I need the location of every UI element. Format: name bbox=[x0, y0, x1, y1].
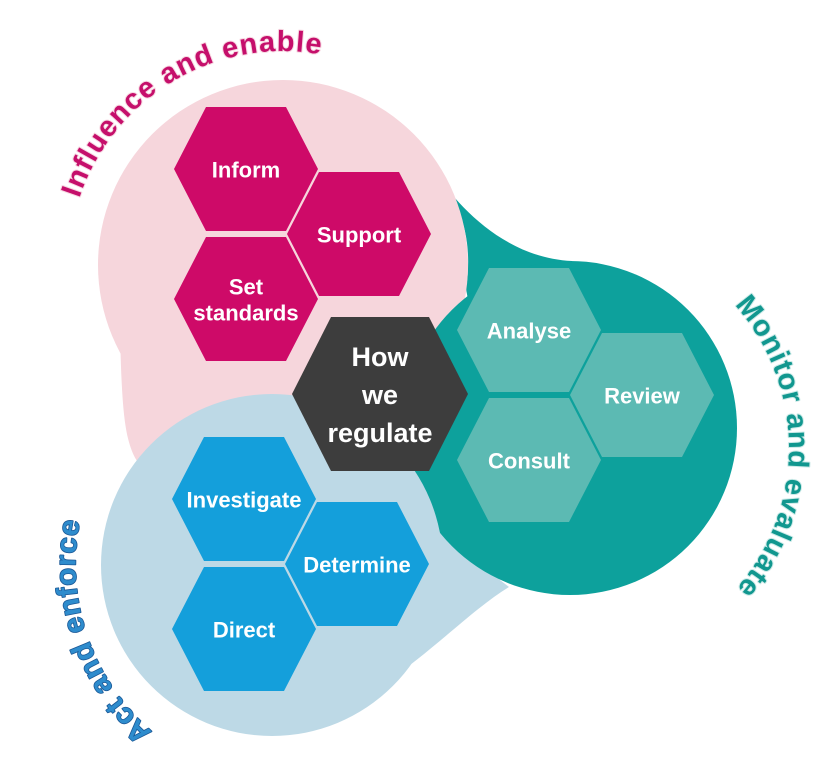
hex-inform: Inform bbox=[174, 107, 318, 231]
hex-consult: Consult bbox=[457, 398, 601, 522]
center-label-line2: we bbox=[361, 380, 398, 410]
hex-determine-tile bbox=[285, 502, 429, 626]
hex-direct-label: Direct bbox=[213, 618, 276, 643]
hex-review: Review bbox=[570, 333, 714, 457]
hex-support-label: Support bbox=[317, 223, 402, 248]
hex-support-tile bbox=[287, 172, 431, 296]
hex-set-standards-label-line2: standards bbox=[193, 301, 298, 326]
hex-review-label: Review bbox=[604, 384, 681, 409]
hex-analyse-label: Analyse bbox=[487, 319, 571, 344]
hex-determine: Determine bbox=[285, 502, 429, 626]
hex-analyse-tile bbox=[457, 268, 601, 392]
hex-support: Support bbox=[287, 172, 431, 296]
center-label-line3: regulate bbox=[327, 418, 432, 448]
hex-direct-tile bbox=[172, 567, 316, 691]
hex-inform-label: Inform bbox=[212, 158, 280, 183]
hex-investigate: Investigate bbox=[172, 437, 316, 561]
hex-consult-label: Consult bbox=[488, 449, 571, 474]
hex-analyse: Analyse bbox=[457, 268, 601, 392]
hex-set-standards: Set standards bbox=[174, 237, 318, 361]
hex-set-standards-tile bbox=[174, 237, 318, 361]
influence-hexagons: Inform Support Set standards bbox=[174, 107, 431, 361]
center-label-line1: How bbox=[352, 342, 410, 372]
hex-determine-label: Determine bbox=[303, 553, 411, 578]
center-hexagon: How we regulate bbox=[292, 317, 468, 471]
hex-investigate-label: Investigate bbox=[187, 488, 302, 513]
hex-review-tile bbox=[570, 333, 714, 457]
hex-investigate-tile bbox=[172, 437, 316, 561]
center-hexagon-tile bbox=[292, 317, 468, 471]
hex-direct: Direct bbox=[172, 567, 316, 691]
act-hexagons: Investigate Determine Direct bbox=[172, 437, 429, 691]
monitor-and-evaluate-label: Monitor and evaluate bbox=[729, 289, 814, 605]
hex-inform-tile bbox=[174, 107, 318, 231]
hex-set-standards-label-line1: Set bbox=[229, 275, 264, 300]
hex-consult-tile bbox=[457, 398, 601, 522]
monitor-hexagons: Analyse Review Consult bbox=[457, 268, 714, 522]
